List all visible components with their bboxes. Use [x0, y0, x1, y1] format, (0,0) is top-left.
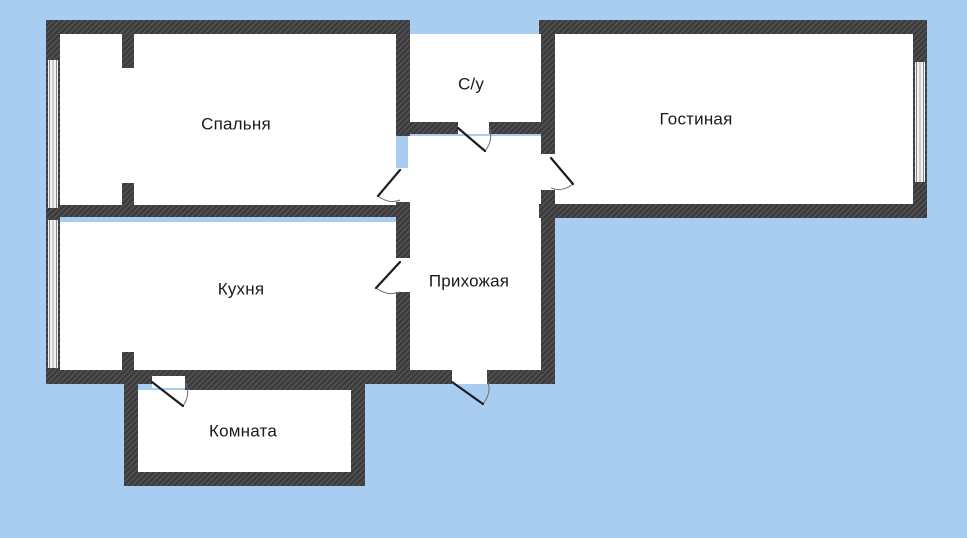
- window-window-living-right: [915, 62, 925, 182]
- rooms-layer: [60, 34, 913, 482]
- wall-exterior-top-left: [46, 20, 410, 34]
- door-leaf: [376, 168, 402, 198]
- windows-layer: [48, 60, 925, 368]
- room-area-bathroom: [408, 34, 541, 124]
- door-opening: [152, 376, 185, 388]
- door-door-living-hall: [541, 154, 575, 191]
- door-leaf: [450, 380, 485, 406]
- room-label-bedroom: Спальня: [201, 114, 271, 134]
- wall-hall-right-upper: [541, 148, 555, 384]
- door-opening: [541, 154, 555, 190]
- door-swing-arc: [182, 381, 189, 407]
- room-label-room: Комната: [209, 421, 277, 441]
- wall-bedroom-kitchen-divider: [46, 205, 410, 217]
- door-swing-arc: [550, 183, 574, 191]
- door-opening: [396, 168, 410, 202]
- door-leaf: [374, 260, 402, 290]
- door-swing-arc: [482, 379, 490, 405]
- door-swing-arc: [484, 127, 492, 152]
- wall-exterior-top-right: [539, 20, 927, 34]
- door-door-bedroom-hall: [376, 168, 410, 203]
- room-label-kitchen: Кухня: [217, 279, 265, 299]
- wall-exterior-bottom-living: [539, 204, 927, 218]
- wall-annex-top-right: [185, 378, 365, 390]
- wall-stub-bedroom-top: [122, 34, 134, 68]
- doors-layer: [150, 122, 575, 408]
- wall-bath-left: [396, 20, 410, 136]
- wall-annex-right: [351, 378, 365, 486]
- door-swing-arc: [377, 195, 401, 203]
- wall-annex-bottom: [124, 472, 365, 486]
- wall-stub-kitchen-bottom: [122, 352, 134, 384]
- wall-hall-left-lower: [396, 290, 410, 384]
- door-leaf: [150, 380, 185, 408]
- wall-bath-bottom-left: [396, 122, 458, 134]
- wall-bath-right: [541, 20, 555, 168]
- door-door-kitchen-hall: [374, 258, 410, 295]
- room-area-bedroom: [60, 34, 396, 209]
- window-window-bedroom-left: [48, 60, 58, 208]
- door-door-entrance: [450, 370, 490, 406]
- room-label-hallway: Прихожая: [428, 271, 510, 291]
- room-area-kitchen: [60, 222, 396, 377]
- room-label-bathroom: С/у: [457, 74, 485, 94]
- door-opening: [458, 122, 489, 134]
- window-window-kitchen-left: [48, 220, 58, 368]
- door-door-bathroom: [456, 122, 492, 153]
- room-area-room: [136, 390, 357, 482]
- door-swing-arc: [375, 287, 401, 295]
- room-label-living-room: Гостиная: [659, 109, 733, 129]
- door-leaf: [549, 156, 575, 186]
- door-door-room-annex: [150, 376, 189, 408]
- room-area-hallway: [408, 136, 541, 377]
- wall-annex-left: [124, 382, 138, 486]
- door-leaf: [456, 126, 487, 153]
- wall-bath-bottom-right: [489, 122, 555, 134]
- wall-stub-kitchen-top: [122, 183, 134, 217]
- room-area-living-room: [553, 34, 913, 209]
- door-opening: [452, 370, 487, 384]
- door-opening: [396, 258, 410, 292]
